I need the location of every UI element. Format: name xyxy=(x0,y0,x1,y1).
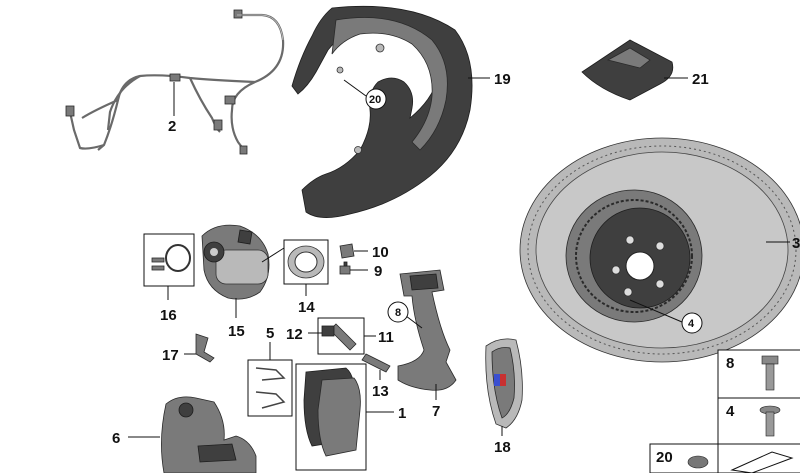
label-12[interactable]: 12 xyxy=(286,326,303,343)
leader-4 xyxy=(629,299,683,323)
label-3[interactable]: 3 xyxy=(792,235,800,252)
label-7[interactable]: 7 xyxy=(432,403,440,420)
label-21[interactable]: 21 xyxy=(692,71,709,88)
box-16 xyxy=(143,233,195,287)
part-13-bolt[interactable] xyxy=(361,353,391,373)
label-18[interactable]: 18 xyxy=(494,439,511,456)
part-18-caliper-cover[interactable] xyxy=(485,338,523,429)
label-15[interactable]: 15 xyxy=(228,323,245,340)
part-2-sensor-wire[interactable] xyxy=(65,9,285,155)
label-19[interactable]: 19 xyxy=(494,71,511,88)
table-row-4[interactable] xyxy=(717,397,800,445)
bolt-reference-table: 8 4 20 xyxy=(649,349,800,473)
table-label-8: 8 xyxy=(726,355,734,372)
label-9[interactable]: 9 xyxy=(374,263,382,280)
tool-icon xyxy=(730,451,794,473)
part-9-bleed-screw[interactable] xyxy=(339,261,351,275)
label-11[interactable]: 11 xyxy=(378,329,394,346)
callout-circle-4 xyxy=(681,312,703,334)
label-16[interactable]: 16 xyxy=(160,307,177,324)
part-1-brake-pads[interactable] xyxy=(303,367,361,457)
label-17[interactable]: 17 xyxy=(162,347,179,364)
leader-20 xyxy=(343,79,367,97)
part-21-grease-packet[interactable] xyxy=(581,39,674,101)
leader-8 xyxy=(405,315,423,329)
table-label-20: 20 xyxy=(656,449,673,466)
callout-circle-8 xyxy=(387,301,409,323)
label-13[interactable]: 13 xyxy=(372,383,389,400)
label-14[interactable]: 14 xyxy=(298,299,315,316)
leader-15-link xyxy=(261,247,285,263)
label-2[interactable]: 2 xyxy=(168,118,176,135)
part-5-spring-kit[interactable] xyxy=(255,367,286,409)
nut-20-icon xyxy=(687,455,709,469)
label-6[interactable]: 6 xyxy=(112,430,120,447)
label-20[interactable]: 20 xyxy=(369,94,381,106)
part-12-guide-sleeve[interactable] xyxy=(321,325,335,337)
label-4[interactable]: 4 xyxy=(688,318,695,330)
part-3-brake-disc[interactable] xyxy=(519,137,800,363)
part-15-actuator[interactable] xyxy=(201,224,270,300)
part-17-clip[interactable] xyxy=(195,333,215,363)
box-1 xyxy=(295,363,367,471)
part-caliper-carrier[interactable] xyxy=(397,269,457,391)
part-6-caliper[interactable] xyxy=(161,396,257,473)
label-5[interactable]: 5 xyxy=(266,325,274,342)
part-10-clip[interactable] xyxy=(339,243,355,259)
table-label-4: 4 xyxy=(726,403,735,420)
label-10[interactable]: 10 xyxy=(372,244,389,261)
callout-circle-20 xyxy=(365,88,387,110)
bolt-4-icon xyxy=(759,405,781,437)
part-14-ring[interactable] xyxy=(287,245,325,279)
label-8[interactable]: 8 xyxy=(395,307,401,319)
part-16-seal-kit[interactable] xyxy=(151,244,191,272)
table-row-8[interactable] xyxy=(717,349,800,399)
label-1[interactable]: 1 xyxy=(398,405,406,422)
part-19-dust-shield[interactable] xyxy=(291,5,473,218)
bolt-8-icon xyxy=(761,355,779,391)
box-5 xyxy=(247,359,293,417)
